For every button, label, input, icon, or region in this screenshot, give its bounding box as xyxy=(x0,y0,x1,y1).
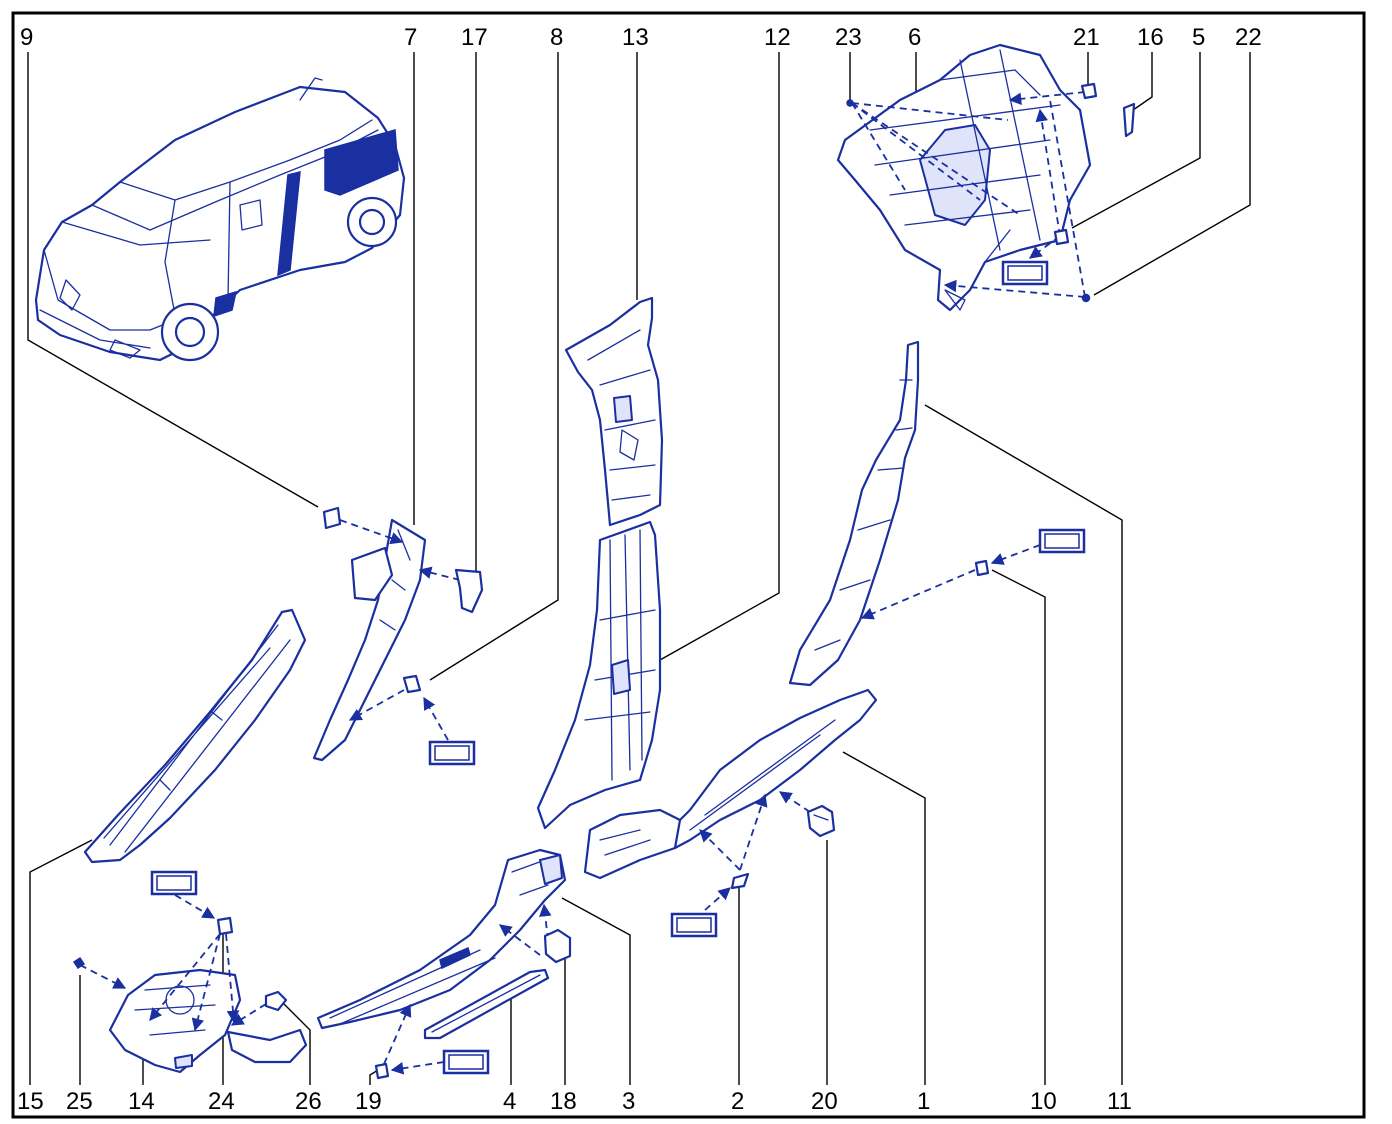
callout-12: 12 xyxy=(764,24,791,51)
part-7-a-pillar xyxy=(312,506,484,766)
leader-26 xyxy=(282,1002,311,1085)
part-26-plug xyxy=(264,990,288,1012)
badge-24 xyxy=(150,870,198,896)
part-5-clip xyxy=(1053,228,1070,246)
callout-17: 17 xyxy=(461,24,488,51)
diagram-border xyxy=(11,11,1366,1119)
callout-16: 16 xyxy=(1137,24,1164,51)
part-18-bracket xyxy=(543,928,572,964)
badge-6 xyxy=(1001,260,1049,286)
part-23-clip xyxy=(846,99,854,107)
part-14-lower-trim xyxy=(72,870,308,1074)
part-21-clip xyxy=(1080,82,1098,100)
callout-1: 1 xyxy=(917,1088,930,1115)
callout-5: 5 xyxy=(1192,24,1205,51)
part-20-bracket xyxy=(806,804,836,838)
part-19-clip xyxy=(374,1062,390,1080)
badge-10 xyxy=(1038,528,1086,554)
car-illustration xyxy=(34,77,406,362)
callout-2: 2 xyxy=(731,1088,744,1115)
part-22-clip xyxy=(1081,293,1091,303)
car-body xyxy=(34,85,406,362)
callout-20: 20 xyxy=(811,1088,838,1115)
callout-24: 24 xyxy=(208,1088,235,1115)
leader-3 xyxy=(561,897,631,1085)
part-12-pillar-lower xyxy=(536,520,662,830)
callout-9: 9 xyxy=(20,24,33,51)
callout-19: 19 xyxy=(355,1088,382,1115)
leader-15 xyxy=(29,839,93,1085)
leader-5 xyxy=(1071,52,1201,229)
callout-18: 18 xyxy=(550,1088,577,1115)
part-10-clip xyxy=(974,559,990,577)
leader-lines xyxy=(27,52,1251,1085)
leader-11 xyxy=(924,404,1123,1085)
leader-1 xyxy=(842,751,926,1085)
callout-14: 14 xyxy=(128,1088,155,1115)
callout-21: 21 xyxy=(1073,24,1100,51)
part-2-clip xyxy=(730,872,750,890)
leader-10 xyxy=(991,569,1046,1085)
badge-2 xyxy=(670,912,718,938)
part-17-bracket xyxy=(454,568,484,614)
callouts-top: 9 7 17 8 13 12 23 6 21 16 5 22 xyxy=(20,24,1262,51)
part-4-sill-insert xyxy=(423,968,550,1040)
callout-26: 26 xyxy=(295,1088,322,1115)
part-13-pillar-upper xyxy=(564,296,664,527)
callout-23: 23 xyxy=(835,24,862,51)
leader-9 xyxy=(27,52,319,508)
leader-16 xyxy=(1132,52,1153,111)
callout-13: 13 xyxy=(622,24,649,51)
callout-25: 25 xyxy=(66,1088,93,1115)
callout-6: 6 xyxy=(908,24,921,51)
badge-19 xyxy=(442,1049,490,1075)
part-9-clip xyxy=(322,506,342,530)
part-16-clip xyxy=(1122,102,1136,138)
callout-15: 15 xyxy=(17,1088,44,1115)
callout-10: 10 xyxy=(1030,1088,1057,1115)
leader-19 xyxy=(369,1069,379,1085)
part-24-clip xyxy=(216,916,234,936)
callout-22: 22 xyxy=(1235,24,1262,51)
leader-12 xyxy=(659,52,780,661)
part-8-clip xyxy=(402,674,422,694)
callout-11: 11 xyxy=(1107,1088,1132,1115)
leader-22 xyxy=(1093,52,1251,296)
part-15-pillar-strip xyxy=(83,608,307,864)
car-trim-highlight xyxy=(213,129,399,318)
callout-8: 8 xyxy=(550,24,563,51)
part-3-sill-trim-front xyxy=(316,848,572,1080)
leader-8 xyxy=(429,52,559,681)
callout-7: 7 xyxy=(404,24,417,51)
badge-8 xyxy=(428,740,476,766)
callout-3: 3 xyxy=(622,1088,635,1115)
callout-4: 4 xyxy=(503,1088,516,1115)
callouts-bottom: 15 25 14 24 26 19 4 18 3 2 20 1 10 11 xyxy=(17,1088,1132,1115)
part-1-sill-trim-rear xyxy=(583,688,878,938)
part-11-quarter-trim xyxy=(788,340,1086,687)
part-6-rear-trim-assembly xyxy=(836,43,1136,312)
